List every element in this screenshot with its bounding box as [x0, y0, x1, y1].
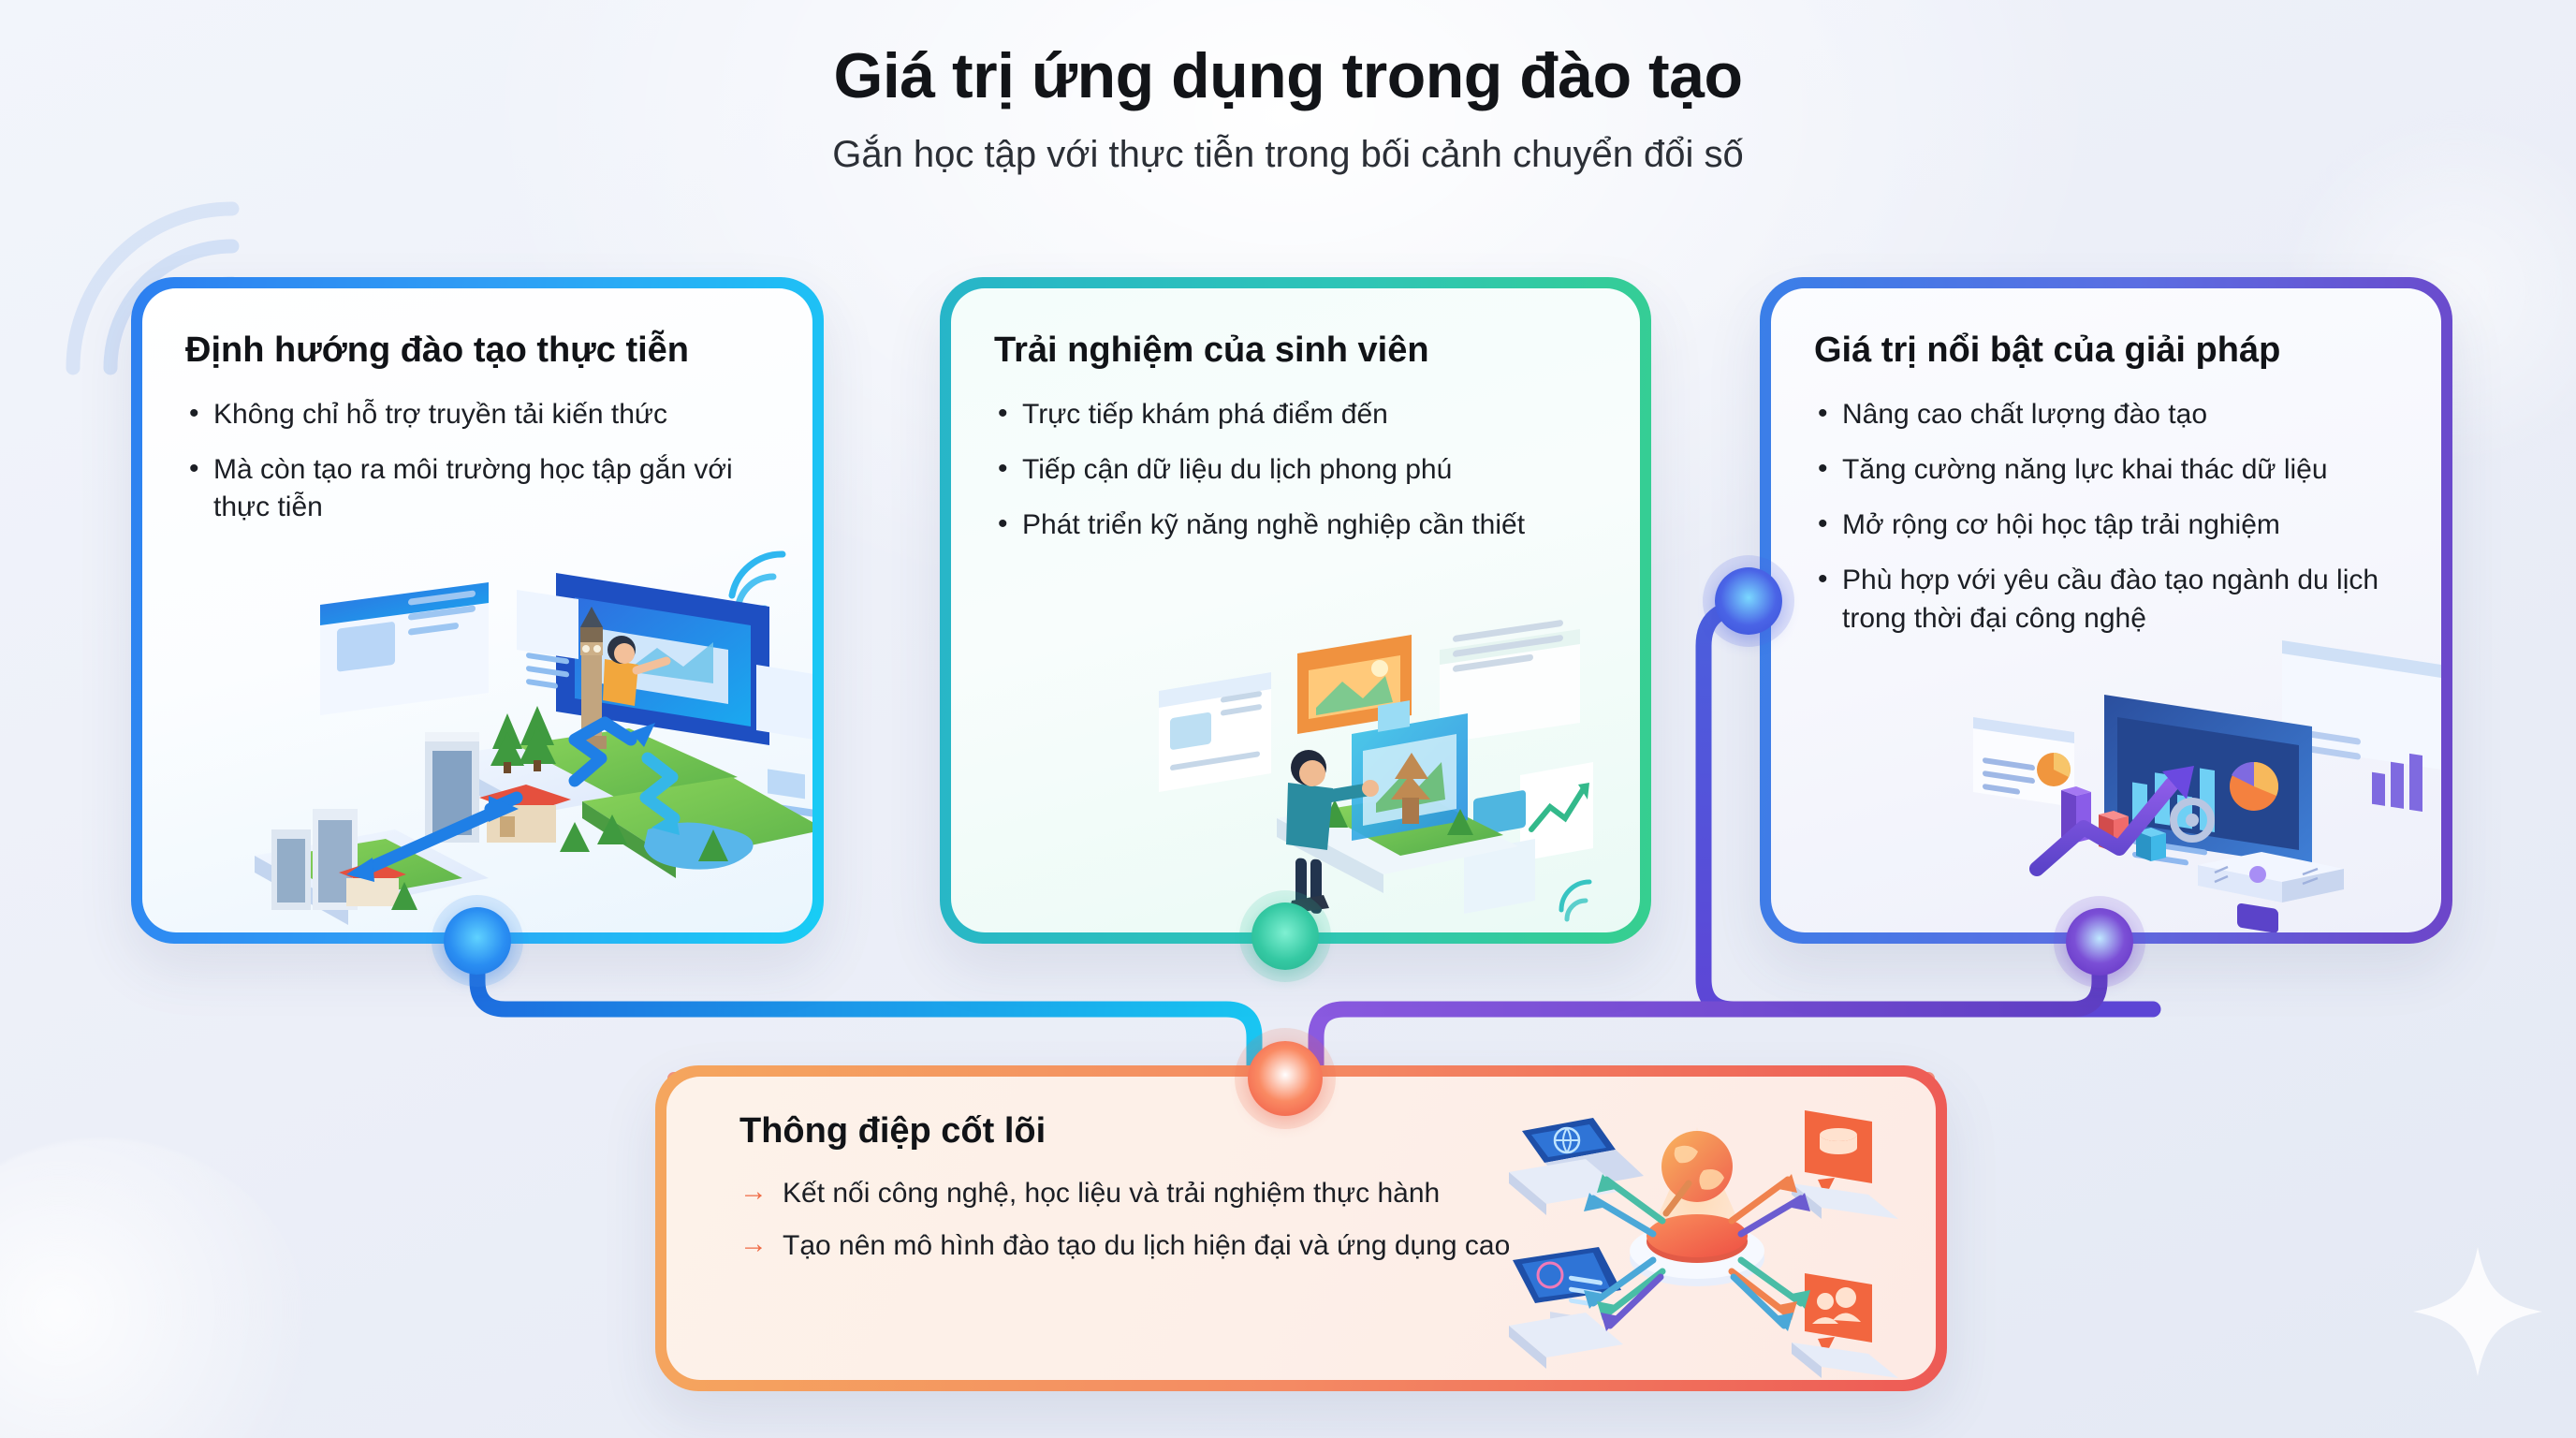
node-card3-left[interactable]	[1715, 567, 1782, 635]
card-solution-value[interactable]: Giá trị nổi bật của giải pháp Nâng cao c…	[1760, 277, 2452, 944]
list-item: Mà còn tạo ra môi trường học tập gắn với…	[185, 450, 769, 526]
list-item: Kết nối công nghệ, học liệu và trải nghi…	[739, 1173, 1563, 1212]
list-item: Tạo nên mô hình đào tạo du lịch hiện đại…	[739, 1225, 1563, 1265]
card-heading: Giá trị nổi bật của giải pháp	[1814, 330, 2281, 370]
node-card1-bottom[interactable]	[444, 907, 511, 975]
card-core-message[interactable]: Thông điệp cốt lõi Kết nối công nghệ, họ…	[655, 1065, 1947, 1391]
card-bullet-list: Không chỉ hỗ trợ truyền tải kiến thức Mà…	[185, 395, 769, 527]
isometric-smart-city-map-illustration	[255, 550, 812, 925]
list-item: Nâng cao chất lượng đào tạo	[1814, 395, 2398, 433]
page-subtitle: Gắn học tập với thực tiễn trong bối cảnh…	[832, 133, 1744, 175]
isometric-virtual-tour-illustration	[1159, 620, 1593, 922]
list-item: Trực tiếp khám phá điểm đến	[994, 395, 1597, 433]
list-item: Không chỉ hỗ trợ truyền tải kiến thức	[185, 395, 769, 433]
node-hub-center[interactable]	[1248, 1041, 1323, 1116]
header: Giá trị ứng dụng trong đào tạo Gắn học t…	[0, 41, 2576, 177]
list-item: Phát triển kỹ năng nghề nghiệp cần thiết	[994, 506, 1597, 544]
card-bullet-list: Kết nối công nghệ, học liệu và trải nghi…	[739, 1173, 1936, 1265]
card-bullet-list: Nâng cao chất lượng đào tạo Tăng cường n…	[1814, 395, 2398, 638]
four-point-sparkle-icon	[2413, 1247, 2542, 1376]
list-item: Mở rộng cơ hội học tập trải nghiệm	[1814, 506, 2398, 544]
card-heading: Thông điệp cốt lõi	[739, 1111, 1046, 1151]
page-title: Giá trị ứng dụng trong đào tạo	[833, 40, 1743, 111]
node-card2-bottom[interactable]	[1251, 902, 1319, 970]
isometric-data-dashboard-illustration	[1973, 640, 2441, 932]
list-item: Tiếp cận dữ liệu du lịch phong phú	[994, 450, 1597, 489]
background-glow-left	[0, 1138, 318, 1438]
node-card3-bottom[interactable]	[2066, 908, 2133, 976]
list-item: Phù hợp với yêu cầu đào tạo ngành du lịc…	[1814, 561, 2398, 637]
card-bullet-list: Trực tiếp khám phá điểm đến Tiếp cận dữ …	[994, 395, 1597, 545]
card-student-experience[interactable]: Trải nghiệm của sinh viên Trực tiếp khám…	[940, 277, 1651, 944]
card-heading: Trải nghiệm của sinh viên	[994, 330, 1429, 370]
card-heading: Định hướng đào tạo thực tiễn	[185, 330, 690, 370]
card-practical-training-orientation[interactable]: Định hướng đào tạo thực tiễn Không chỉ h…	[131, 277, 824, 944]
list-item: Tăng cường năng lực khai thác dữ liệu	[1814, 450, 2398, 489]
